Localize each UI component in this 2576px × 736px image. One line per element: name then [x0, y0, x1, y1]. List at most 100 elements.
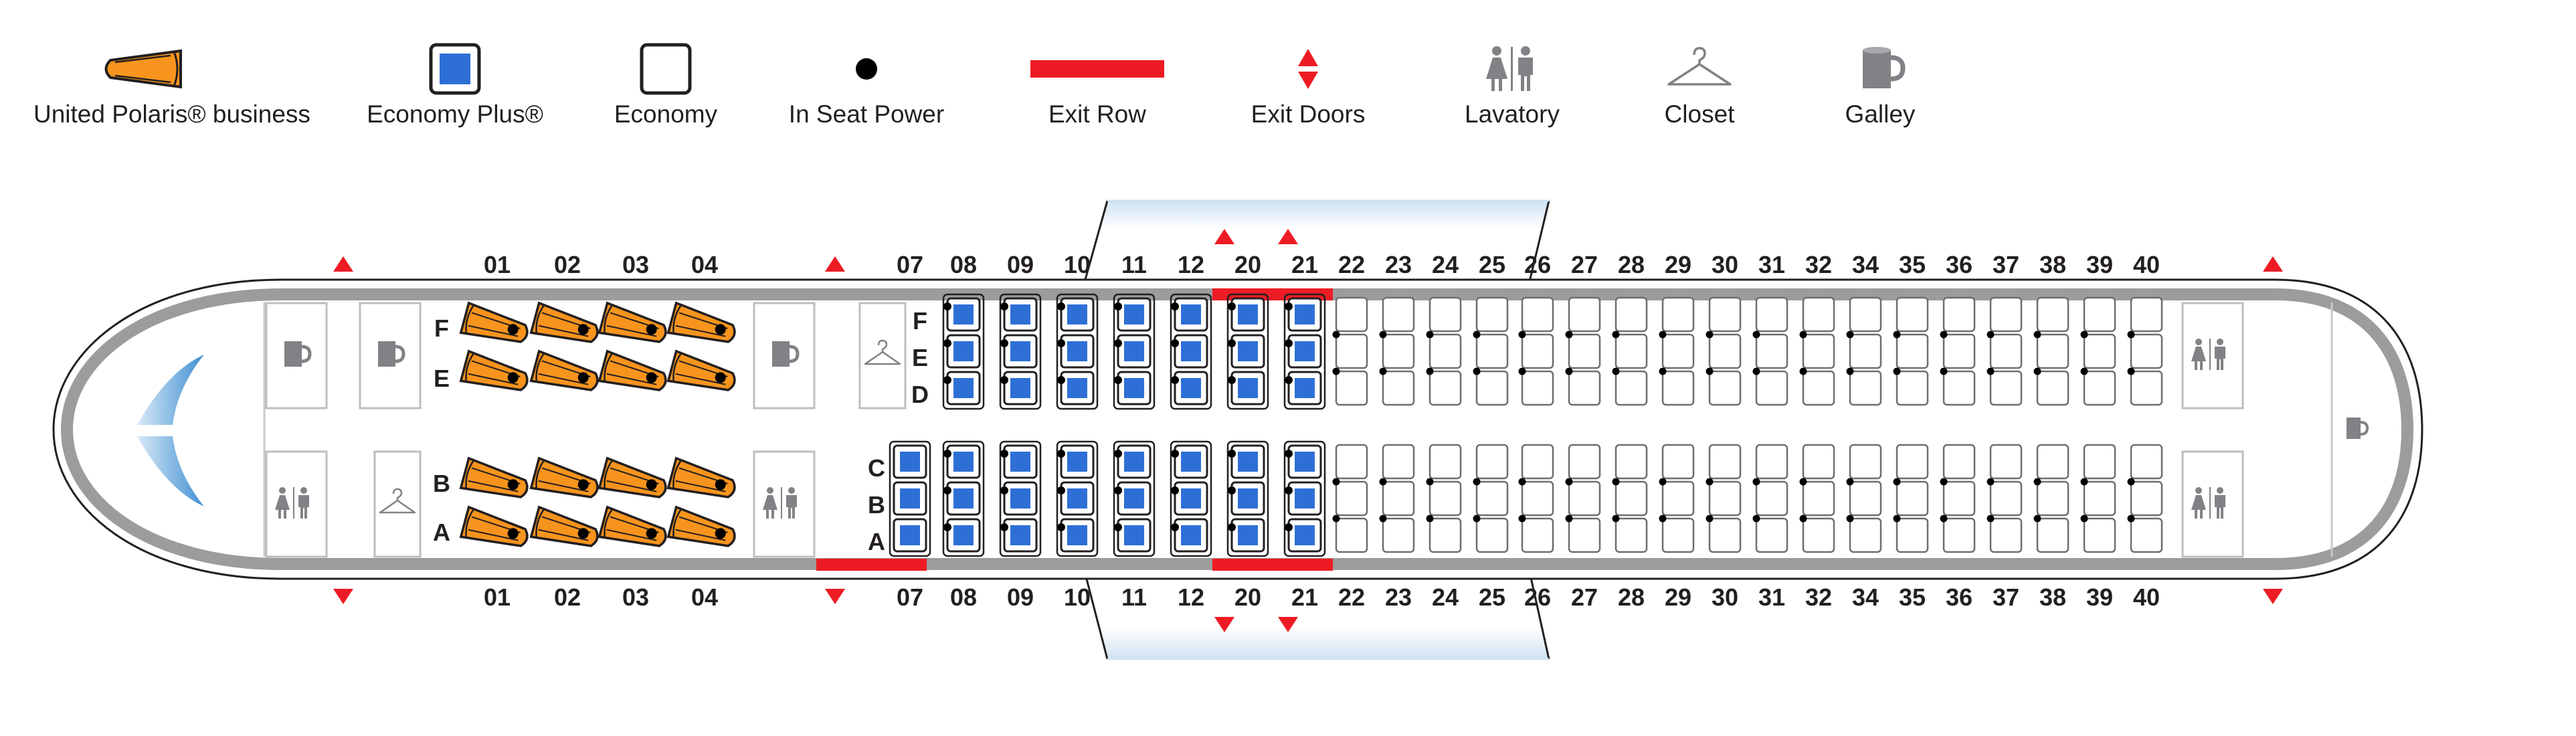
- seat-28D[interactable]: [1615, 370, 1648, 406]
- seat-10B[interactable]: [1060, 481, 1095, 516]
- seat-11F[interactable]: [1117, 297, 1152, 332]
- seat-30F[interactable]: [1708, 296, 1742, 333]
- seat-37E[interactable]: [1989, 333, 2023, 369]
- seat-21B[interactable]: [1287, 481, 1322, 516]
- seat-23A[interactable]: [1382, 517, 1415, 553]
- seat-30D[interactable]: [1708, 370, 1742, 406]
- seat-20B[interactable]: [1230, 481, 1265, 516]
- seat-11D[interactable]: [1117, 371, 1152, 405]
- seat-40B[interactable]: [2130, 480, 2163, 517]
- seat-12F[interactable]: [1174, 297, 1208, 332]
- seat-40A[interactable]: [2130, 517, 2163, 553]
- seat-11E[interactable]: [1117, 334, 1152, 369]
- polaris-seat-02-0[interactable]: [529, 301, 602, 349]
- seat-29B[interactable]: [1661, 480, 1695, 517]
- seat-30C[interactable]: [1708, 444, 1742, 480]
- seat-22F[interactable]: [1335, 296, 1368, 333]
- seat-24F[interactable]: [1429, 296, 1462, 333]
- seat-25A[interactable]: [1475, 517, 1509, 553]
- seat-27E[interactable]: [1568, 333, 1601, 369]
- polaris-seat-01-3[interactable]: [459, 505, 531, 553]
- seat-20A[interactable]: [1230, 518, 1265, 553]
- seat-12D[interactable]: [1174, 371, 1208, 405]
- seat-38E[interactable]: [2036, 333, 2069, 369]
- seat-39A[interactable]: [2083, 517, 2116, 553]
- seat-08E[interactable]: [946, 334, 981, 369]
- seat-38B[interactable]: [2036, 480, 2069, 517]
- seat-24D[interactable]: [1429, 370, 1462, 406]
- seat-40F[interactable]: [2130, 296, 2163, 333]
- seat-39D[interactable]: [2083, 370, 2116, 406]
- seat-38D[interactable]: [2036, 370, 2069, 406]
- seat-29D[interactable]: [1661, 370, 1695, 406]
- seat-07B[interactable]: [893, 481, 927, 516]
- seat-22A[interactable]: [1335, 517, 1368, 553]
- seat-24B[interactable]: [1429, 480, 1462, 517]
- seat-39B[interactable]: [2083, 480, 2116, 517]
- seat-40C[interactable]: [2130, 444, 2163, 480]
- seat-38C[interactable]: [2036, 444, 2069, 480]
- seat-08F[interactable]: [946, 297, 981, 332]
- seat-36F[interactable]: [1942, 296, 1976, 333]
- seat-10E[interactable]: [1060, 334, 1095, 369]
- seat-11C[interactable]: [1117, 444, 1152, 479]
- seat-32F[interactable]: [1802, 296, 1835, 333]
- seat-29E[interactable]: [1661, 333, 1695, 369]
- polaris-seat-04-1[interactable]: [666, 349, 739, 397]
- polaris-seat-02-2[interactable]: [529, 456, 602, 504]
- seat-21D[interactable]: [1287, 371, 1322, 405]
- seat-23F[interactable]: [1382, 296, 1415, 333]
- seat-25F[interactable]: [1475, 296, 1509, 333]
- seat-12B[interactable]: [1174, 481, 1208, 516]
- polaris-seat-03-0[interactable]: [597, 301, 670, 349]
- seat-08B[interactable]: [946, 481, 981, 516]
- seat-35F[interactable]: [1896, 296, 1929, 333]
- polaris-seat-02-3[interactable]: [529, 505, 602, 553]
- seat-09A[interactable]: [1003, 518, 1038, 553]
- seat-28A[interactable]: [1615, 517, 1648, 553]
- seat-27B[interactable]: [1568, 480, 1601, 517]
- seat-36B[interactable]: [1942, 480, 1976, 517]
- seat-30A[interactable]: [1708, 517, 1742, 553]
- seat-08A[interactable]: [946, 518, 981, 553]
- seat-39E[interactable]: [2083, 333, 2116, 369]
- seat-28F[interactable]: [1615, 296, 1648, 333]
- seat-24E[interactable]: [1429, 333, 1462, 369]
- seat-07A[interactable]: [893, 518, 927, 553]
- seat-09D[interactable]: [1003, 371, 1038, 405]
- seat-31D[interactable]: [1755, 370, 1788, 406]
- seat-31F[interactable]: [1755, 296, 1788, 333]
- seat-11A[interactable]: [1117, 518, 1152, 553]
- seat-12E[interactable]: [1174, 334, 1208, 369]
- seat-34B[interactable]: [1849, 480, 1882, 517]
- seat-35D[interactable]: [1896, 370, 1929, 406]
- seat-08C[interactable]: [946, 444, 981, 479]
- polaris-seat-01-0[interactable]: [459, 301, 531, 349]
- seat-34D[interactable]: [1849, 370, 1882, 406]
- seat-34A[interactable]: [1849, 517, 1882, 553]
- seat-29C[interactable]: [1661, 444, 1695, 480]
- seat-38A[interactable]: [2036, 517, 2069, 553]
- seat-21E[interactable]: [1287, 334, 1322, 369]
- seat-27C[interactable]: [1568, 444, 1601, 480]
- seat-34C[interactable]: [1849, 444, 1882, 480]
- polaris-seat-01-1[interactable]: [459, 349, 531, 397]
- seat-34E[interactable]: [1849, 333, 1882, 369]
- seat-36C[interactable]: [1942, 444, 1976, 480]
- seat-26A[interactable]: [1521, 517, 1554, 553]
- seat-25E[interactable]: [1475, 333, 1509, 369]
- seat-20F[interactable]: [1230, 297, 1265, 332]
- seat-25B[interactable]: [1475, 480, 1509, 517]
- seat-23D[interactable]: [1382, 370, 1415, 406]
- seat-37F[interactable]: [1989, 296, 2023, 333]
- seat-21A[interactable]: [1287, 518, 1322, 553]
- seat-10F[interactable]: [1060, 297, 1095, 332]
- seat-26F[interactable]: [1521, 296, 1554, 333]
- seat-36D[interactable]: [1942, 370, 1976, 406]
- seat-35E[interactable]: [1896, 333, 1929, 369]
- seat-12C[interactable]: [1174, 444, 1208, 479]
- seat-26D[interactable]: [1521, 370, 1554, 406]
- seat-26B[interactable]: [1521, 480, 1554, 517]
- seat-30E[interactable]: [1708, 333, 1742, 369]
- seat-23C[interactable]: [1382, 444, 1415, 480]
